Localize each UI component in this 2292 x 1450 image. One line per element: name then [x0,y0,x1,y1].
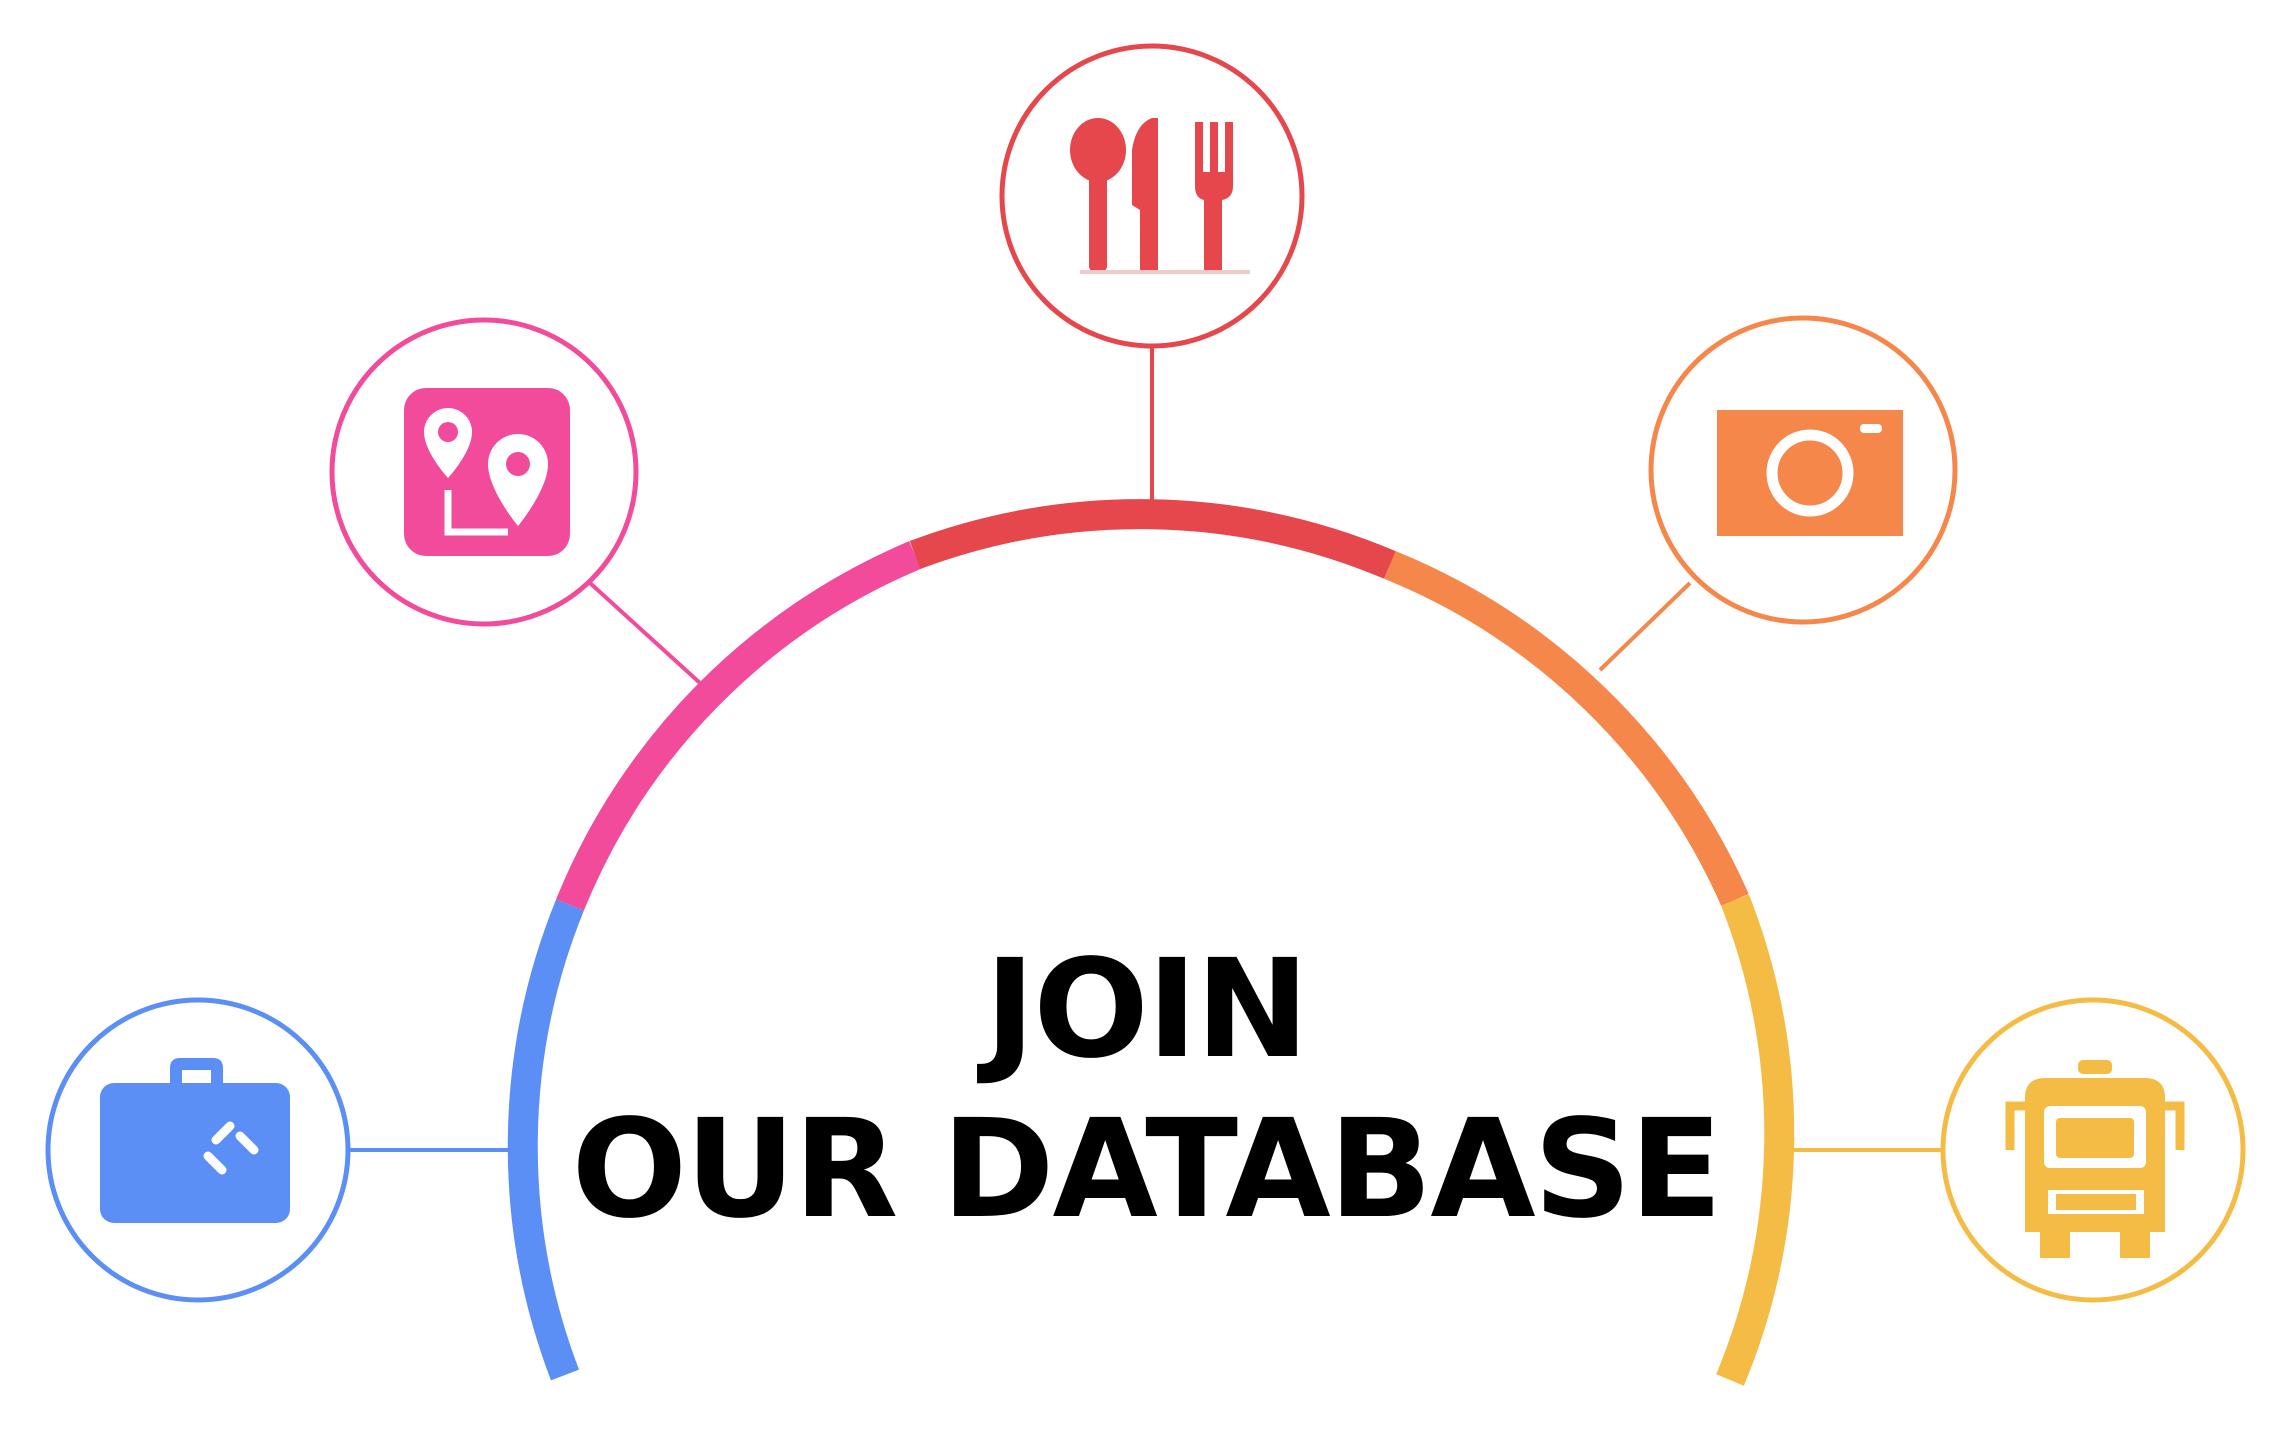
camera-icon [1717,410,1903,536]
map-pin-route-icon [404,388,570,556]
connector-pink [588,581,702,685]
arc-segment-blue [507,899,584,1381]
connector-orange [1598,581,1692,672]
arc-segment-orange [1384,551,1749,907]
arc-segment-pink [556,541,921,911]
headline-line-2: OUR DATABASE [571,1091,1723,1249]
headline: JOIN OUR DATABASE [0,930,2292,1250]
arc-segment-yellow [1716,894,1795,1386]
headline-line-1: JOIN [984,931,1310,1089]
cutlery-icon [1070,118,1250,274]
suitcase-icon [100,1058,290,1223]
bus-icon [2005,1060,2185,1258]
arc-segment-red [909,499,1396,579]
